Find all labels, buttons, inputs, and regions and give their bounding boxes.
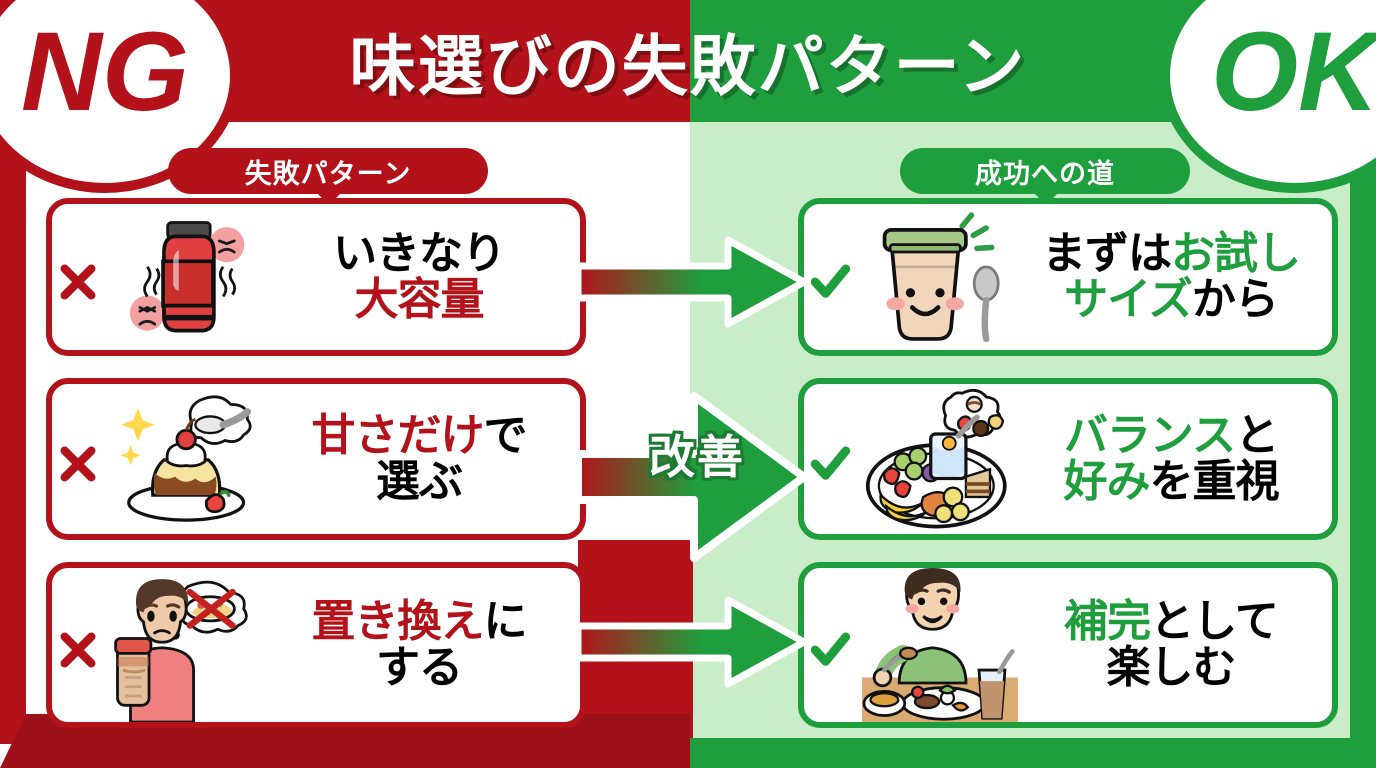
ng-card-3-line1b: に (483, 597, 528, 647)
ng-card-1-text: いきなり 大容量 (272, 231, 580, 323)
person-eating-meal-icon (856, 568, 1024, 722)
ng-card-1-line1: いきなり (333, 229, 506, 279)
ng-card-2: 甘さだけで 選ぶ (46, 378, 586, 540)
smiling-cup-spoon-icon (856, 204, 1024, 350)
improve-arrow-3 (578, 596, 806, 688)
section-label-failure: 失敗パターン (168, 148, 488, 205)
ng-card-1: いきなり 大容量 (46, 198, 586, 356)
cross-mark-icon (52, 434, 104, 484)
ok-card-2-text: バランスと 好みを重視 (1024, 413, 1332, 505)
check-mark-icon (804, 619, 856, 671)
ng-card-3: 置き換えに する (46, 562, 586, 728)
protein-jar-icon (104, 204, 272, 350)
improve-arrow-2 (578, 392, 806, 562)
ng-card-3-text: 置き換えに する (272, 599, 580, 691)
ok-card-1-text: まずはお試し サイズから (1024, 231, 1332, 323)
ok-card-2-line1b: と (1235, 411, 1279, 461)
pudding-dessert-icon (104, 384, 272, 534)
cross-mark-icon (52, 620, 104, 670)
ng-card-1-line2: 大容量 (354, 275, 485, 324)
ok-card-2-line1a: バランス (1063, 411, 1236, 461)
ng-badge: NG (0, 0, 240, 193)
ng-card-3-line1a: 置き換え (311, 597, 485, 647)
ng-card-2-text: 甘さだけで 選ぶ (272, 413, 580, 505)
page-title: 味選びの失敗パターン (349, 29, 1027, 103)
ok-card-3-line2: 楽しむ (1106, 643, 1237, 692)
ng-card-2-line1a: 甘さだけ (311, 411, 485, 461)
sad-person-shaker-icon (104, 568, 272, 722)
ng-card-2-line2: 選ぶ (376, 457, 463, 506)
ok-card-1-line1a: まずは (1042, 229, 1172, 279)
ok-card-1: まずはお試し サイズから (798, 198, 1338, 356)
improve-arrow-1 (578, 236, 806, 328)
ok-badge-label: OK (1211, 8, 1376, 134)
right-green-rail (1350, 122, 1376, 768)
ng-badge-label: NG (21, 8, 189, 134)
ok-card-2-line2a: 好み (1063, 457, 1151, 506)
ok-card-3-line1b: として (1150, 597, 1279, 647)
ok-card-1-line1b: お試し (1171, 229, 1301, 279)
footer-green-bar (690, 738, 1376, 768)
ng-card-3-line2: する (376, 643, 463, 692)
left-red-rail (0, 122, 26, 744)
check-mark-icon (804, 251, 856, 303)
ok-card-2-line2b: を重視 (1149, 457, 1280, 506)
ng-card-2-line1b: で (483, 411, 528, 461)
ok-card-1-line2a: サイズ (1064, 275, 1193, 324)
balanced-fruit-plate-icon (856, 384, 1024, 534)
section-label-success: 成功への道 (900, 148, 1190, 205)
ok-card-2: バランスと 好みを重視 (798, 378, 1338, 540)
check-mark-icon (804, 433, 856, 485)
ok-card-3: 補完として 楽しむ (798, 562, 1338, 728)
ok-card-3-line1a: 補完 (1064, 597, 1151, 647)
cross-mark-icon (52, 252, 104, 302)
ok-card-1-line2b: から (1191, 275, 1279, 324)
ok-card-3-text: 補完として 楽しむ (1024, 599, 1332, 691)
